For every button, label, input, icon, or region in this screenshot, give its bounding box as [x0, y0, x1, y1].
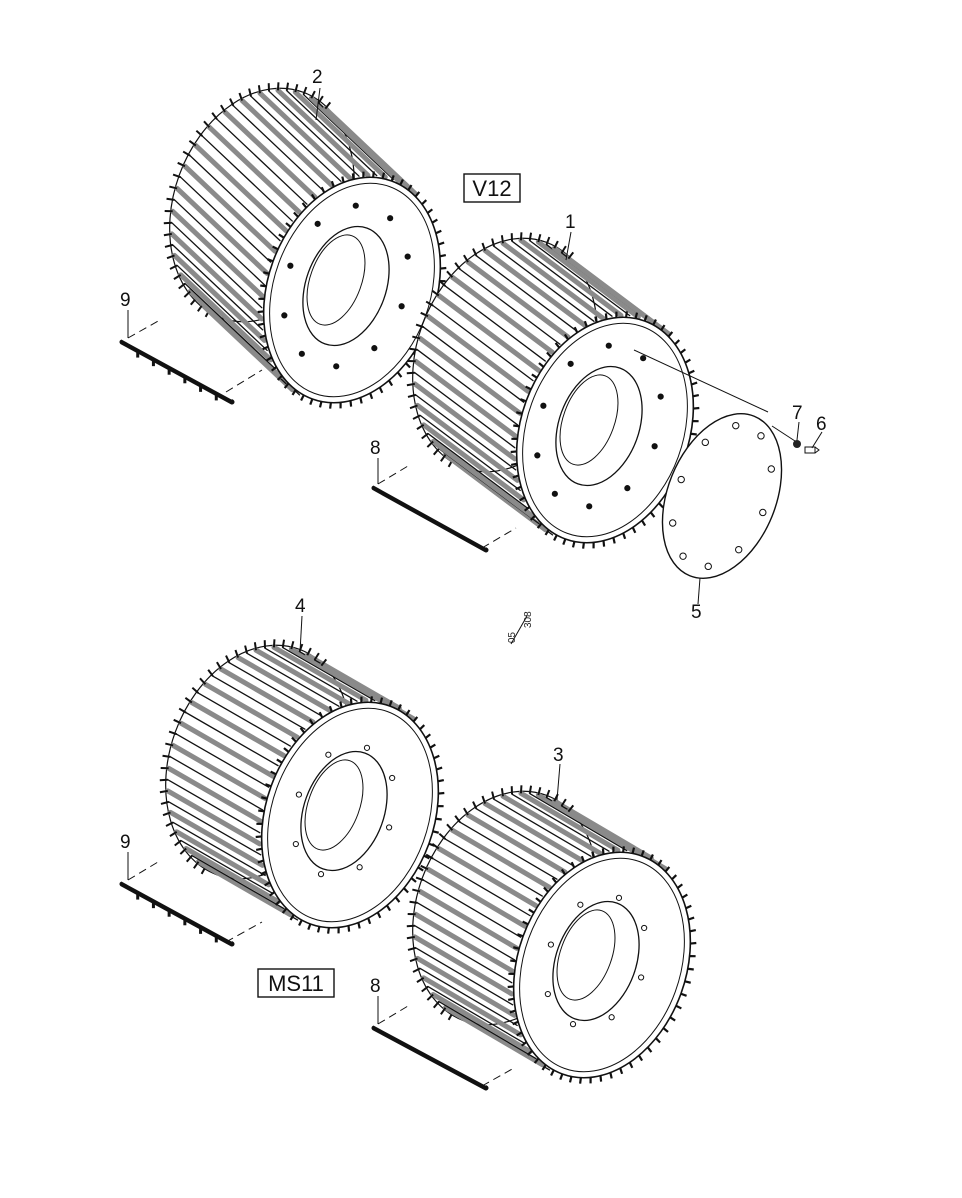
- model-label-v12: V12: [463, 173, 521, 203]
- model-label-ms11: MS11: [257, 968, 335, 998]
- callout-4: 4: [295, 596, 306, 617]
- bar-lower-left: [119, 880, 235, 947]
- callout-1: 1: [565, 212, 576, 233]
- callout-7: 7: [792, 403, 803, 424]
- svg-text:MS11: MS11: [268, 971, 324, 996]
- bar-upper-left: [119, 338, 235, 405]
- callout-8-lower: 8: [370, 976, 381, 997]
- bolt: [804, 446, 820, 454]
- callout-9-upper: 9: [120, 290, 131, 311]
- callout-2: 2: [312, 67, 323, 88]
- washer: [793, 440, 801, 448]
- svg-text:308: 308: [523, 611, 534, 628]
- bar-lower-right: [371, 1024, 489, 1091]
- roller-lower-left: [159, 639, 445, 934]
- roller-lower-right: [406, 785, 697, 1084]
- svg-text:05: 05: [507, 632, 518, 644]
- callout-3: 3: [553, 745, 564, 766]
- roller-upper-right: [406, 232, 700, 549]
- callout-8-upper: 8: [370, 438, 381, 459]
- bar-upper-right: [371, 484, 489, 553]
- callout-9-lower: 9: [120, 832, 131, 853]
- callout-leaders: [127, 87, 823, 1024]
- drawing-code: 05 308: [507, 611, 534, 645]
- roller-upper-left: [163, 82, 447, 409]
- assembly-lines: [127, 319, 796, 1087]
- callout-6: 6: [816, 414, 827, 435]
- callout-5: 5: [691, 602, 702, 623]
- cover-plate: [661, 413, 783, 579]
- svg-text:V12: V12: [472, 176, 511, 201]
